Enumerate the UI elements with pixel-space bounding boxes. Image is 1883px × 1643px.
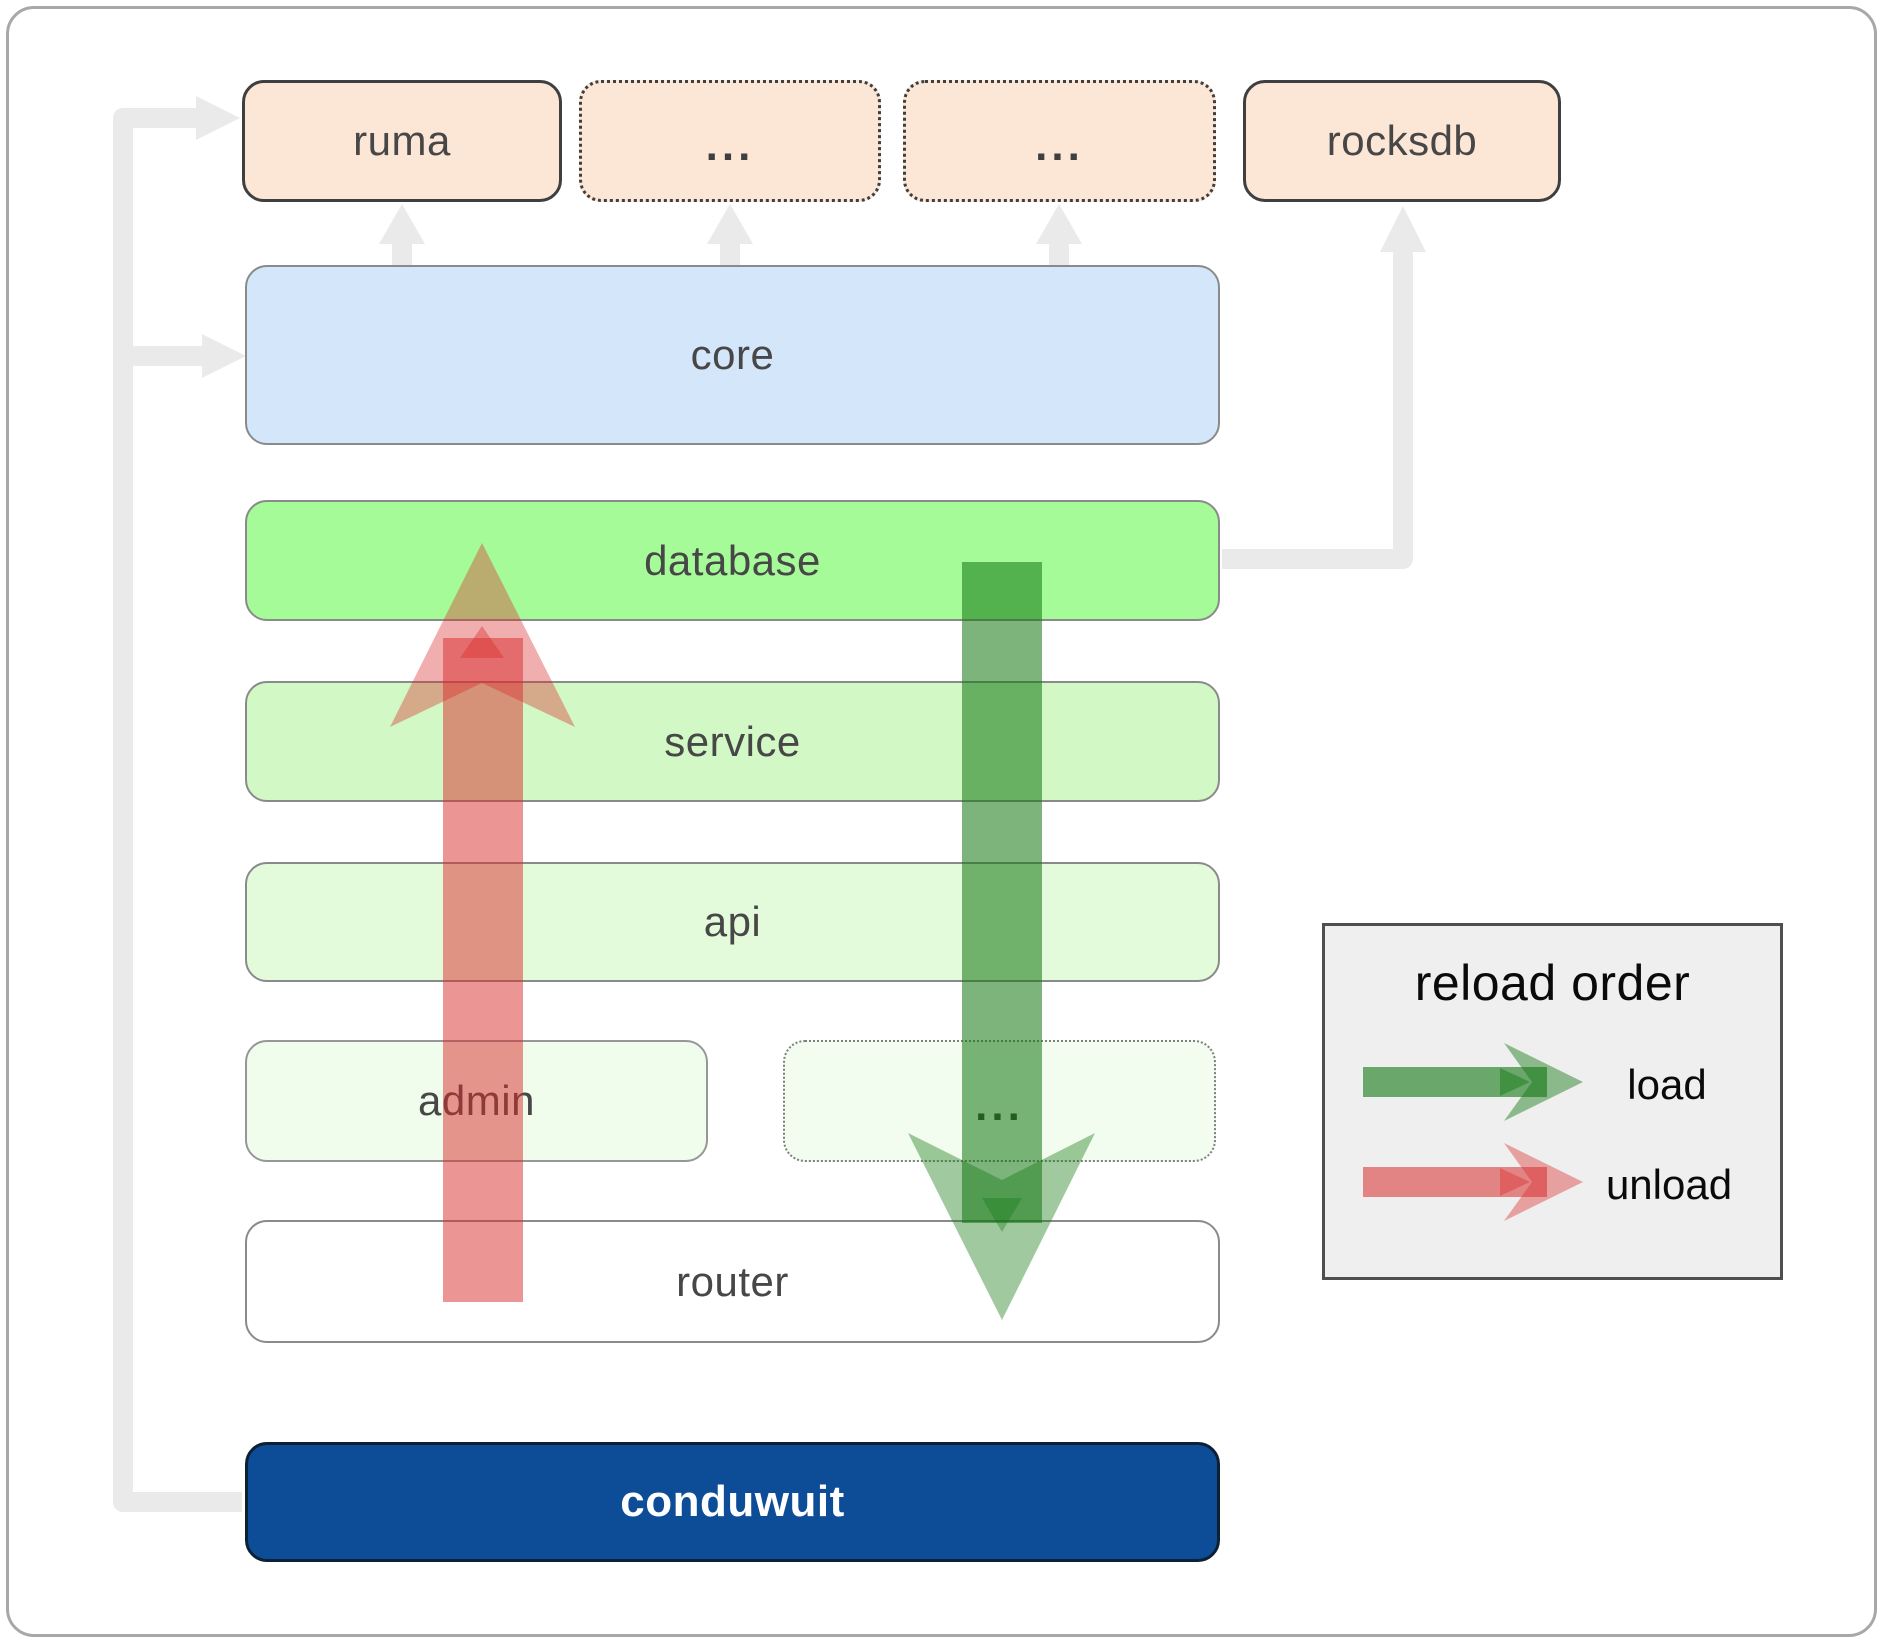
dots-label: ... [705, 121, 755, 170]
unload-arrow-marker-icon [460, 626, 504, 658]
load-arrow-shaft [962, 562, 1042, 1223]
box-api: api [245, 862, 1220, 982]
box-service: service [245, 681, 1220, 802]
load-arrow-marker-icon [982, 1198, 1022, 1232]
legend-unload-arrow-icon [1363, 1143, 1583, 1221]
unload-arrow-shaft [443, 638, 523, 1302]
arrowhead-core-to-dots1-icon [707, 204, 753, 244]
box-conduwuit: conduwuit [245, 1442, 1220, 1562]
box-rocksdb: rocksdb [1243, 80, 1561, 202]
arrowhead-into-core-icon [202, 334, 246, 378]
arrowhead-core-to-ruma-icon [379, 204, 425, 244]
arrowhead-into-ruma-icon [196, 96, 240, 140]
legend-load-arrow-icon [1363, 1043, 1583, 1121]
load-arrow-head-icon [908, 1133, 1095, 1320]
box-router: router [245, 1220, 1220, 1343]
legend-panel: reload order load unload [1322, 923, 1783, 1280]
unload-arrow-head-icon [390, 543, 575, 727]
box-dots-top-1: ... [579, 80, 881, 202]
legend-unload-label: unload [1605, 1161, 1733, 1208]
box-ruma: ruma [242, 80, 562, 202]
dots-label: ... [1035, 121, 1084, 170]
load-arrow [908, 562, 1095, 1320]
legend-load-label: load [1627, 1061, 1707, 1108]
connector-database-to-rocksdb-line [1222, 250, 1413, 569]
box-core: core [245, 265, 1220, 445]
arrowhead-into-rocksdb-icon [1380, 206, 1426, 252]
unload-arrow [390, 543, 575, 1302]
box-database: database [245, 500, 1220, 621]
legend-title: reload order [1414, 955, 1691, 1011]
arrowhead-core-to-dots2-icon [1036, 204, 1082, 244]
connector-conduwuit-to-ruma-line [113, 108, 242, 1512]
box-dots-top-2: ... [903, 80, 1216, 202]
